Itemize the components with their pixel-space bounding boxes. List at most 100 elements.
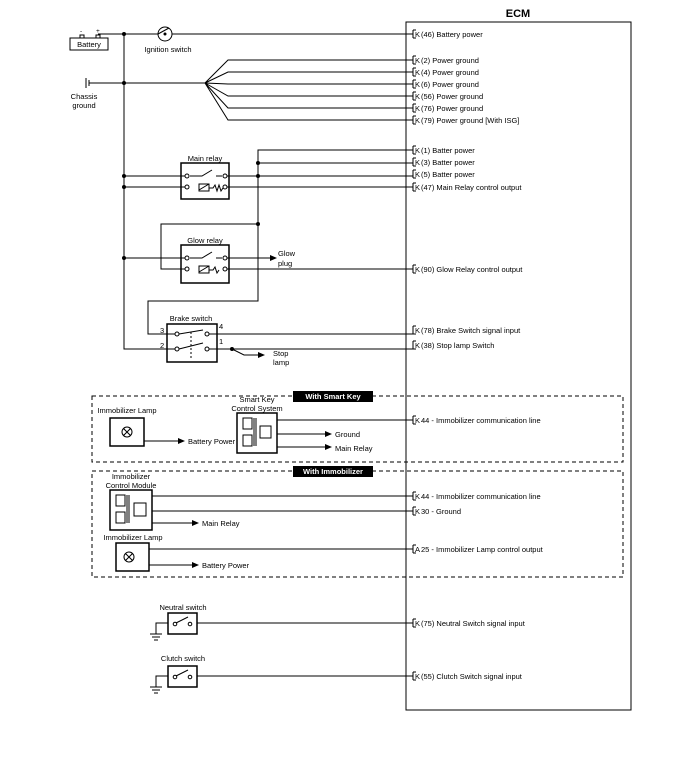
smart-key-immobilizer-lamp [109, 417, 145, 447]
neutral-switch-wire [155, 622, 413, 634]
glow-plug-arrow [270, 255, 277, 261]
svg-text:Main relay: Main relay [188, 154, 223, 163]
ecm-pin-k46: K (46) Battery power [412, 29, 483, 39]
svg-text:(38) Stop lamp Switch: (38) Stop lamp Switch [421, 341, 494, 350]
svg-text:+: + [96, 28, 100, 35]
ecm-pin-k75: K (75) Neutral Switch signal input [412, 618, 526, 628]
ecm-pin-k30: K 30 - Ground [412, 506, 461, 516]
svg-text:K: K [415, 507, 420, 516]
svg-text:30 - Ground: 30 - Ground [421, 507, 461, 516]
svg-text:K: K [415, 170, 420, 179]
svg-text:K: K [415, 92, 420, 101]
smart-key-section [91, 395, 624, 463]
svg-text:K: K [415, 30, 420, 39]
svg-text:K: K [415, 80, 420, 89]
neutral-switch [167, 612, 198, 635]
svg-text:Control System: Control System [231, 404, 282, 413]
svg-text:(78) Brake Switch signal input: (78) Brake Switch signal input [421, 326, 521, 335]
ecm-pin-k5: K (5) Batter power [412, 169, 475, 179]
clutch-switch [167, 665, 198, 688]
brake-switch: Brake switch 3 4 2 1 [160, 314, 223, 363]
neutral-ground-symbol [150, 633, 162, 641]
stop-lamp-label: Stop [273, 349, 288, 358]
svg-text:(76) Power ground: (76) Power ground [421, 104, 483, 113]
svg-text:(90) Glow Relay control output: (90) Glow Relay control output [421, 265, 523, 274]
svg-text:(47) Main Relay control output: (47) Main Relay control output [421, 183, 522, 192]
svg-text:-: - [80, 28, 82, 35]
smart-key-battery-power-label: Battery Power [188, 437, 236, 446]
immobilizer-band-label: With Immobilizer [303, 467, 363, 476]
svg-text:2: 2 [160, 341, 164, 350]
battery-bus-wire [123, 34, 148, 350]
svg-text:K: K [415, 341, 420, 350]
svg-text:(6) Power ground: (6) Power ground [421, 80, 479, 89]
svg-text:(1) Batter power: (1) Batter power [421, 146, 475, 155]
svg-text:Glow relay: Glow relay [187, 236, 223, 245]
svg-text:K: K [415, 416, 420, 425]
svg-text:ground: ground [72, 101, 95, 110]
smart-key-immobilizer-lamp-label: Immobilizer Lamp [97, 406, 156, 415]
ecm-pin-k3: K (3) Batter power [412, 157, 475, 167]
svg-text:K: K [415, 158, 420, 167]
svg-text:Ignition switch: Ignition switch [144, 45, 191, 54]
svg-text:plug: plug [278, 259, 292, 268]
svg-text:Control Module: Control Module [106, 481, 157, 490]
ecm-pin-k6: K (6) Power ground [412, 79, 479, 89]
immobilizer-section [91, 470, 624, 578]
smart-key-control-system [236, 412, 278, 454]
svg-text:3: 3 [160, 326, 164, 335]
smart-key-band-label: With Smart Key [305, 392, 361, 401]
immobilizer-battery-power-label: Battery Power [202, 561, 250, 570]
svg-text:25 - Immobilizer Lamp control: 25 - Immobilizer Lamp control output [421, 545, 544, 554]
glow-relay: Glow relay [180, 236, 230, 284]
svg-text:A: A [415, 545, 420, 554]
ecm-pin-k4: K (4) Power ground [412, 67, 479, 77]
brake-switch-wires [147, 224, 413, 356]
glow-plug-label: Glow [278, 249, 296, 258]
smart-key-main-relay-label: Main Relay [335, 444, 373, 453]
immobilizer-control-module [109, 489, 153, 531]
ignition-switch: Ignition switch [144, 26, 192, 54]
ecm-pin-k44-immobilizer: K 44 - Immobilizer communication line [412, 491, 541, 501]
svg-text:44 - Immobilizer communication: 44 - Immobilizer communication line [421, 492, 541, 501]
svg-text:(5) Batter power: (5) Batter power [421, 170, 475, 179]
svg-text:K: K [415, 672, 420, 681]
ecm-pin-k90: K (90) Glow Relay control output [412, 264, 523, 274]
svg-text:Brake switch: Brake switch [170, 314, 213, 323]
svg-text:Chassis: Chassis [71, 92, 98, 101]
svg-text:K: K [415, 56, 420, 65]
glow-relay-wires [124, 163, 413, 270]
ecm-pin-k1: K (1) Batter power [412, 145, 475, 155]
ecm-pin-k2: K (2) Power ground [412, 55, 479, 65]
immobilizer-lamp-label: Immobilizer Lamp [103, 533, 162, 542]
svg-text:K: K [415, 619, 420, 628]
svg-text:(56) Power ground: (56) Power ground [421, 92, 483, 101]
immobilizer-lamp [115, 542, 150, 572]
svg-text:Battery: Battery [77, 40, 101, 49]
svg-text:(2) Power ground: (2) Power ground [421, 56, 479, 65]
clutch-ground-symbol [150, 686, 162, 694]
svg-text:lamp: lamp [273, 358, 289, 367]
svg-text:(46) Battery power: (46) Battery power [421, 30, 483, 39]
ecm-pin-k55: K (55) Clutch Switch signal input [412, 671, 523, 681]
svg-text:K: K [415, 492, 420, 501]
smart-key-system-label: Smart Key [239, 395, 274, 404]
svg-text:(3) Batter power: (3) Batter power [421, 158, 475, 167]
svg-text:K: K [415, 104, 420, 113]
battery-symbol: - + Battery [69, 28, 109, 51]
main-relay-wires [124, 149, 413, 188]
svg-text:K: K [415, 68, 420, 77]
clutch-switch-label: Clutch switch [161, 654, 205, 663]
svg-text:(79) Power ground [With ISG]: (79) Power ground [With ISG] [421, 116, 519, 125]
ecm-pin-k79: K (79) Power ground [With ISG] [412, 115, 519, 125]
ecm-block [405, 21, 632, 711]
svg-text:K: K [415, 183, 420, 192]
main-relay: Main relay [180, 154, 230, 200]
svg-text:(75) Neutral Switch signal inp: (75) Neutral Switch signal input [421, 619, 526, 628]
svg-text:(55) Clutch Switch signal inpu: (55) Clutch Switch signal input [421, 672, 523, 681]
clutch-switch-wire [155, 675, 413, 687]
svg-text:(4) Power ground: (4) Power ground [421, 68, 479, 77]
svg-text:44 - Immobilizer communication: 44 - Immobilizer communication line [421, 416, 541, 425]
smart-key-ground-label: Ground [335, 430, 360, 439]
